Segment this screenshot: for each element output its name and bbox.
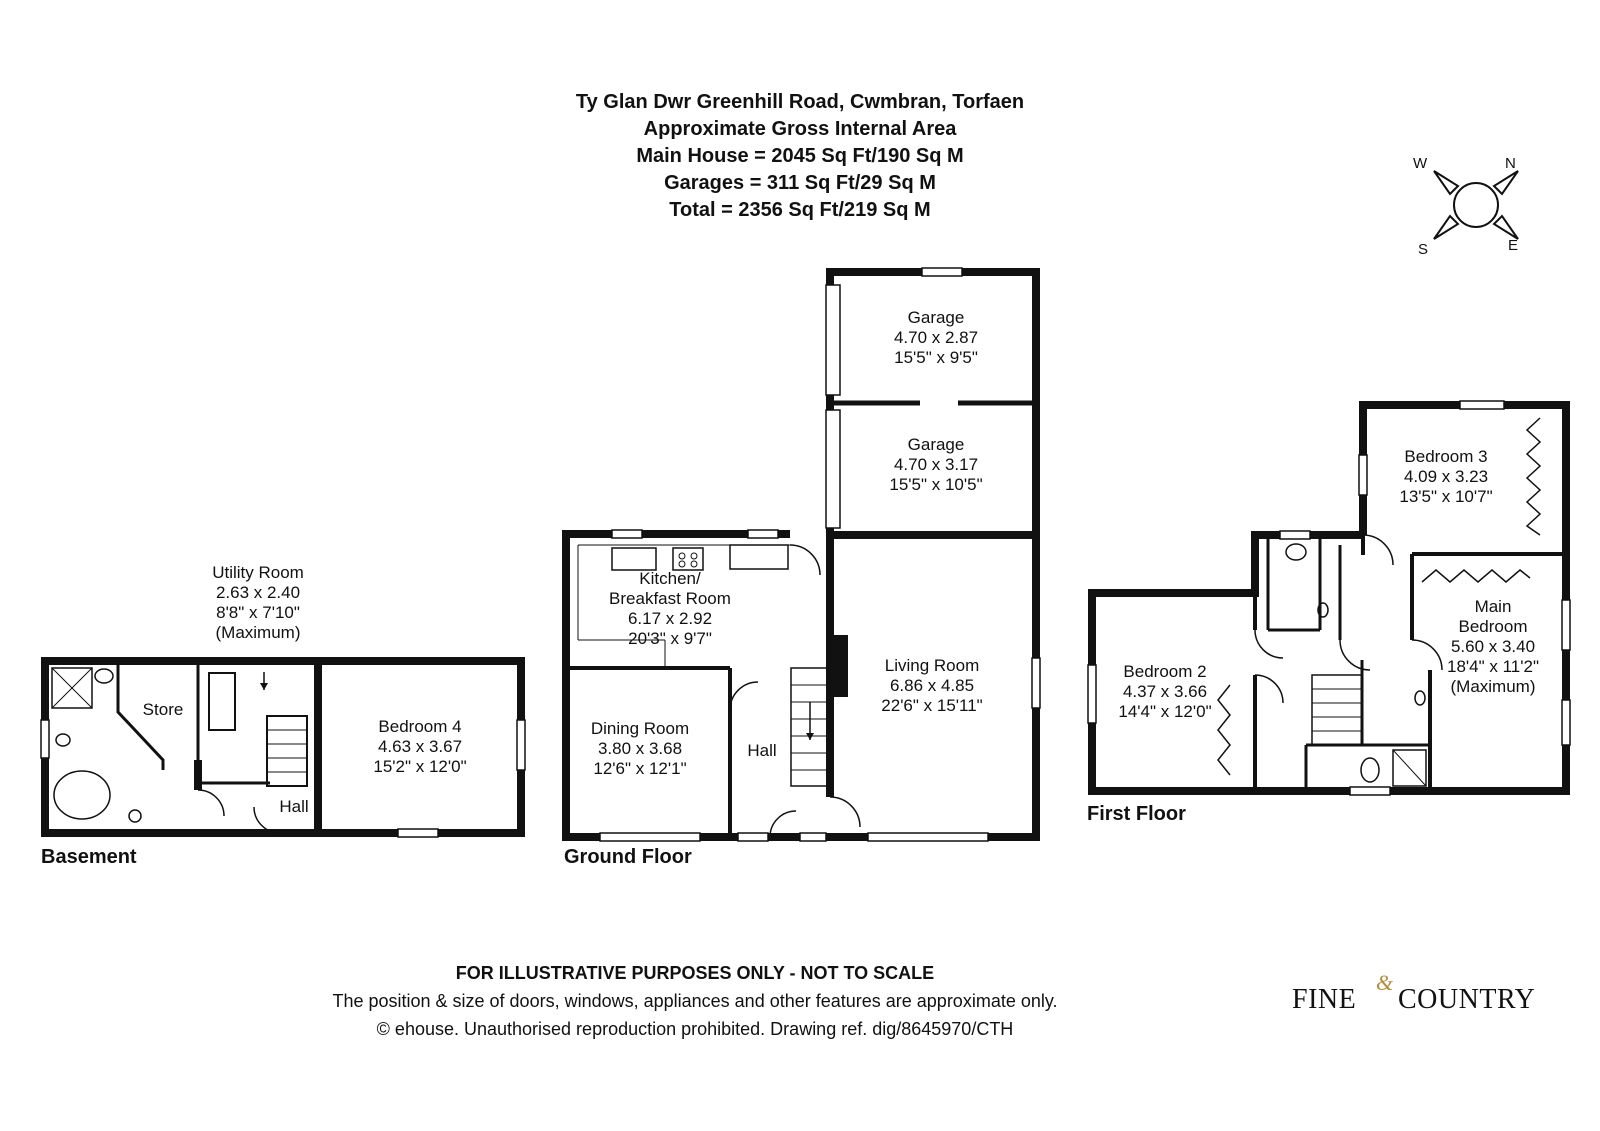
garage2-name: Garage <box>908 435 965 454</box>
utility-room-metric: 2.63 x 2.40 <box>216 583 300 602</box>
basement-plan <box>40 657 526 838</box>
compass-e: E <box>1508 237 1518 254</box>
dining-room-imperial: 12'6" x 12'1" <box>593 759 686 778</box>
dining-room-name: Dining Room <box>591 719 689 738</box>
disclaimer: FOR ILLUSTRATIVE PURPOSES ONLY - NOT TO … <box>455 963 935 983</box>
ground-floor-plan <box>562 267 1041 842</box>
logo-ampersand: & <box>1376 970 1394 995</box>
address-title: Ty Glan Dwr Greenhill Road, Cwmbran, Tor… <box>575 91 1025 113</box>
kitchen-imperial: 20'3" x 9'7" <box>628 629 712 648</box>
main-house-area: Main House = 2045 Sq Ft/190 Sq M <box>636 145 964 167</box>
basement-label: Basement <box>41 846 137 868</box>
bedroom3-imperial: 13'5" x 10'7" <box>1399 487 1492 506</box>
bedroom4-name: Bedroom 4 <box>378 717 461 736</box>
dining-room-metric: 3.80 x 3.68 <box>598 739 682 758</box>
logo-country: COUNTRY <box>1398 984 1536 1015</box>
main-bedroom-note: (Maximum) <box>1451 677 1536 696</box>
bedroom2-name: Bedroom 2 <box>1123 662 1206 681</box>
basement-hall-name: Hall <box>279 797 308 816</box>
bedroom4-metric: 4.63 x 3.67 <box>378 737 462 756</box>
utility-room-name: Utility Room <box>212 563 304 582</box>
compass-n: N <box>1505 155 1516 172</box>
bedroom4-imperial: 15'2" x 12'0" <box>373 757 466 776</box>
kitchen-metric: 6.17 x 2.92 <box>628 609 712 628</box>
living-room-name: Living Room <box>885 656 980 675</box>
area-title: Approximate Gross Internal Area <box>643 118 957 140</box>
garage2-metric: 4.70 x 3.17 <box>894 455 978 474</box>
logo-fine: FINE <box>1292 984 1357 1015</box>
living-room-metric: 6.86 x 4.85 <box>890 676 974 695</box>
fine-country-logo: FINE & COUNTRY <box>1292 970 1536 1028</box>
garage2-imperial: 15'5" x 10'5" <box>889 475 982 494</box>
compass-s: S <box>1418 241 1428 258</box>
footer-copyright: © ehouse. Unauthorised reproduction proh… <box>376 1019 1014 1039</box>
footer-position-note: The position & size of doors, windows, a… <box>332 991 1058 1011</box>
bedroom2-metric: 4.37 x 3.66 <box>1123 682 1207 701</box>
main-bedroom-imperial: 18'4" x 11'2" <box>1447 657 1539 676</box>
garage1-imperial: 15'5" x 9'5" <box>894 348 978 367</box>
main-bedroom-metric: 5.60 x 3.40 <box>1451 637 1535 656</box>
utility-room-note: (Maximum) <box>216 623 301 642</box>
compass-icon <box>1433 170 1519 240</box>
main-bedroom-name-1: Main <box>1475 597 1512 616</box>
bedroom2-imperial: 14'4" x 12'0" <box>1118 702 1211 721</box>
total-area: Total = 2356 Sq Ft/219 Sq M <box>669 199 931 221</box>
utility-room-imperial: 8'8" x 7'10" <box>216 603 300 622</box>
ground-floor-label: Ground Floor <box>564 846 692 868</box>
bedroom3-name: Bedroom 3 <box>1404 447 1487 466</box>
compass-w: W <box>1413 155 1428 172</box>
garage1-name: Garage <box>908 308 965 327</box>
main-bedroom-name-2: Bedroom <box>1459 617 1528 636</box>
bedroom3-metric: 4.09 x 3.23 <box>1404 467 1488 486</box>
living-room-imperial: 22'6" x 15'11" <box>881 696 982 715</box>
store-name: Store <box>143 700 184 719</box>
first-floor-label: First Floor <box>1087 803 1186 825</box>
ground-hall-name: Hall <box>747 741 776 760</box>
garages-area: Garages = 311 Sq Ft/29 Sq M <box>664 172 936 194</box>
kitchen-name-1: Kitchen/ <box>639 569 701 588</box>
first-floor-plan <box>1087 400 1571 796</box>
kitchen-name-2: Breakfast Room <box>609 589 731 608</box>
garage1-metric: 4.70 x 2.87 <box>894 328 978 347</box>
